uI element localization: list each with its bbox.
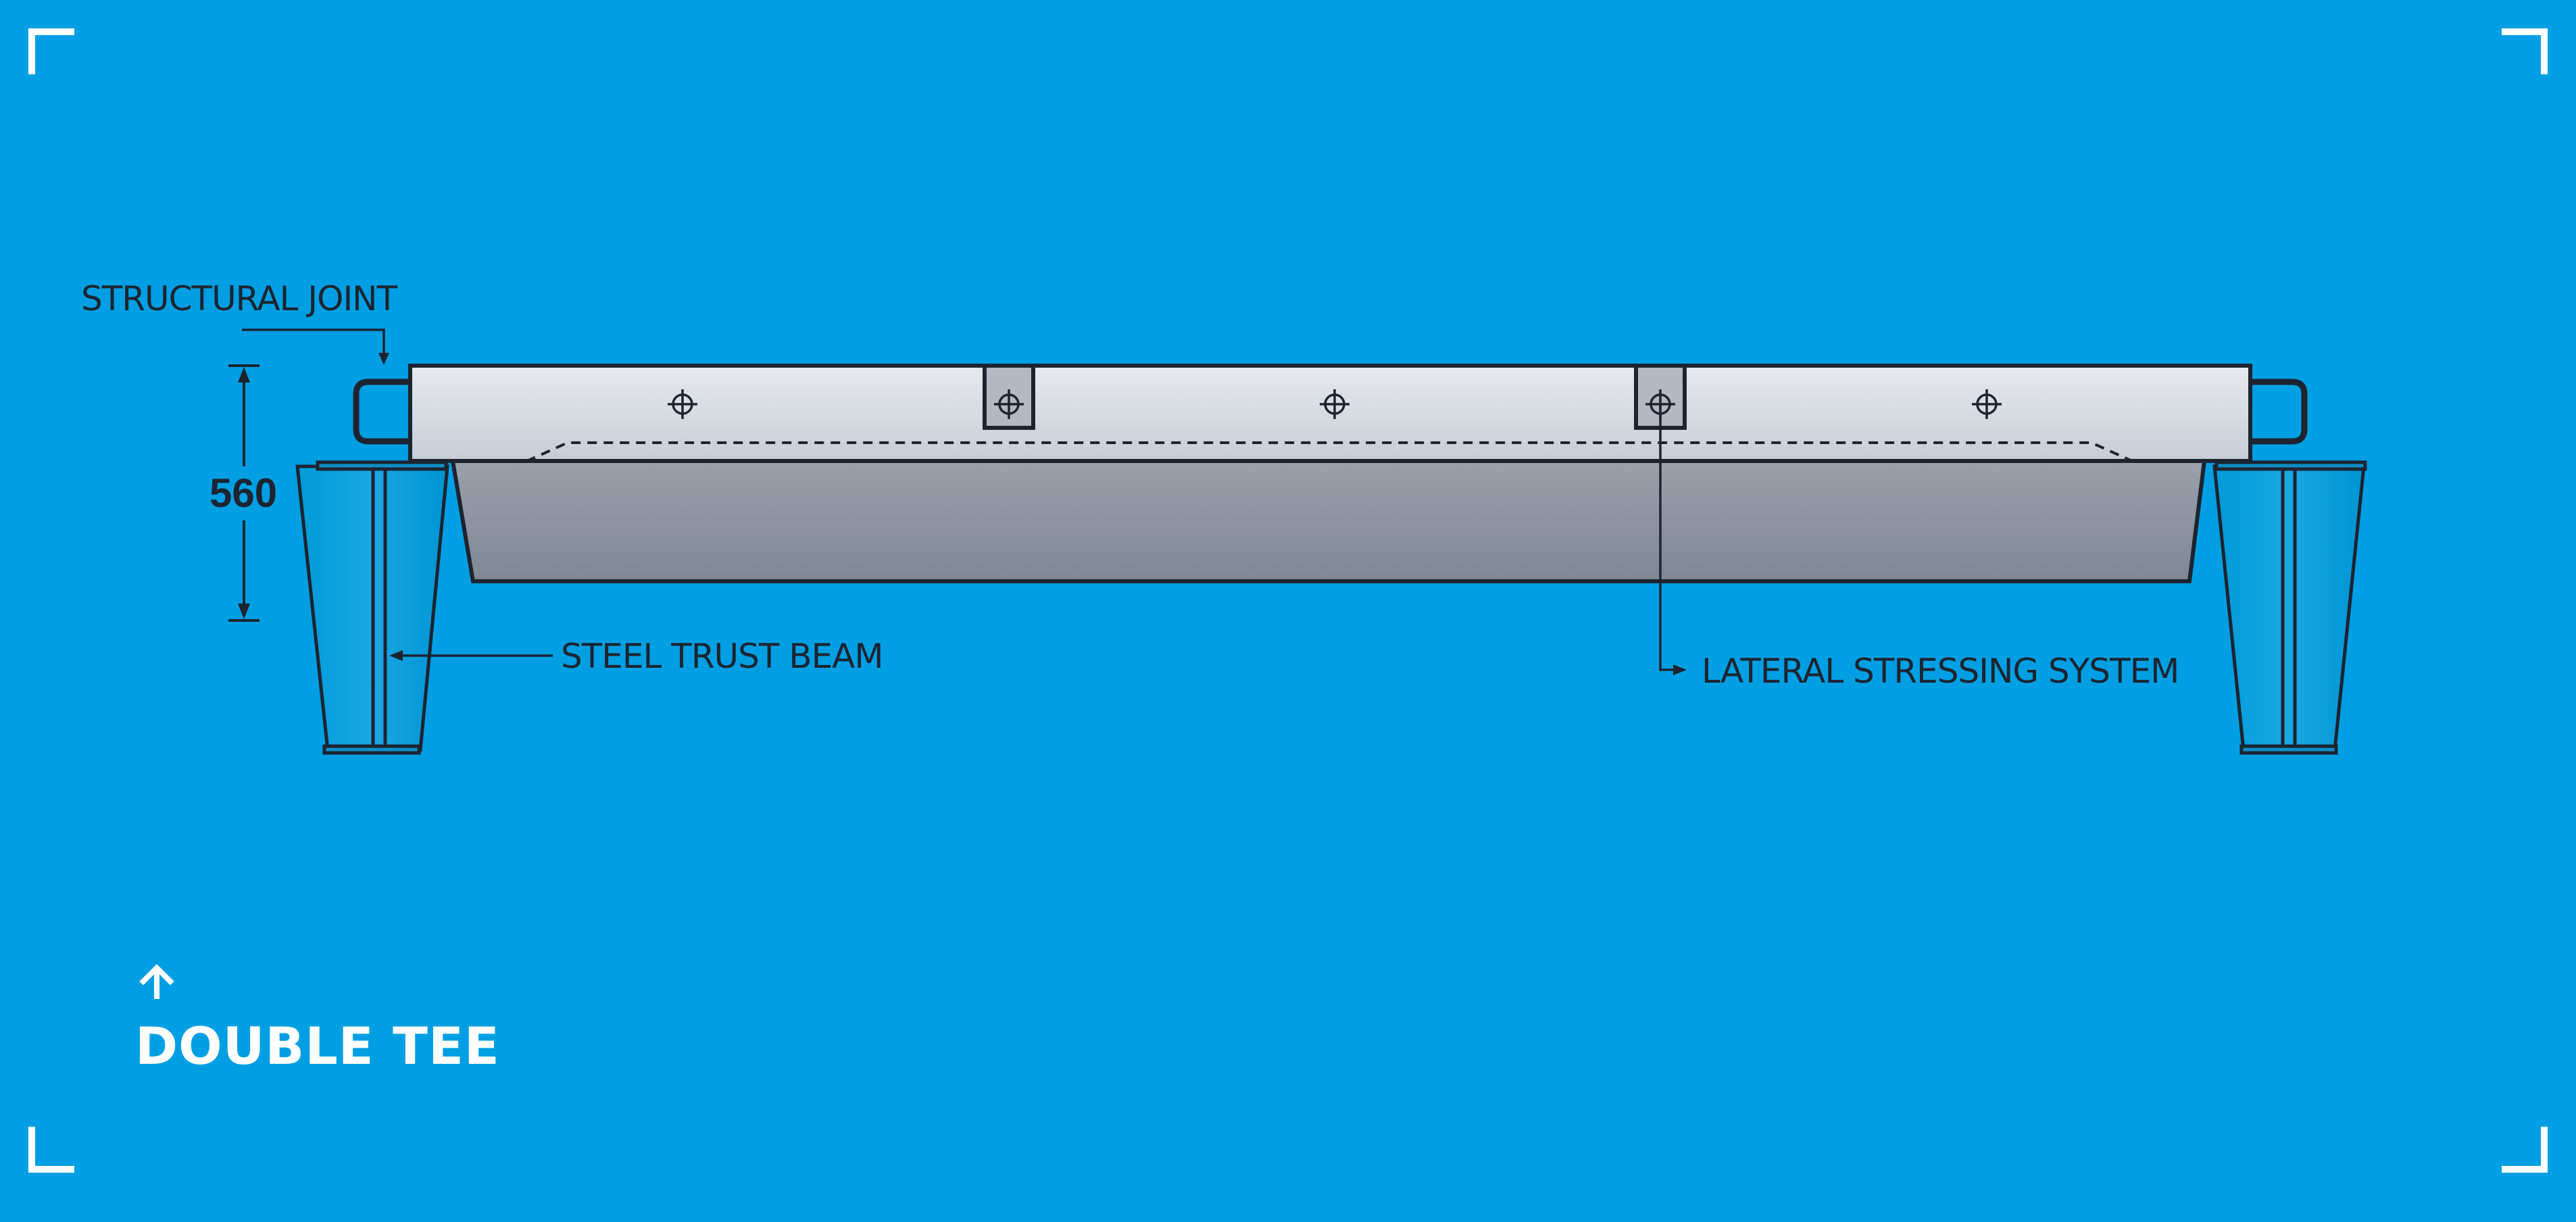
crosshair-icon [668,389,697,419]
structural-joint-leader [242,328,389,365]
crosshair-icon [1972,389,2002,419]
steel-trust-beam-label: STEEL TRUST BEAM [561,637,884,676]
left-support-pier [295,460,449,755]
corner-bracket-icon [2502,28,2548,74]
height-dimension-line [228,364,259,622]
lateral-stressing-system-label: LATERAL STRESSING SYSTEM [1702,652,2179,691]
steel-trust-beam-leader [389,650,553,661]
crosshair-icon [1320,389,1349,419]
corner-bracket-icon [28,28,74,74]
left-end-connector [353,378,410,445]
arrow-up-icon [139,964,174,999]
page-title: DOUBLE TEE [135,1016,500,1076]
slab-dashed-profile [462,441,2196,462]
slab-body [450,459,2207,583]
structural-joint-label: STRUCTURAL JOINT [81,279,397,318]
crosshair-icon [994,389,1024,419]
height-dimension-value: 560 [209,470,278,516]
right-support-pier [2212,460,2367,755]
corner-bracket-icon [2502,1127,2548,1173]
lateral-stressing-leader [1659,404,1687,675]
right-end-connector [2250,378,2308,445]
corner-bracket-icon [28,1127,74,1173]
